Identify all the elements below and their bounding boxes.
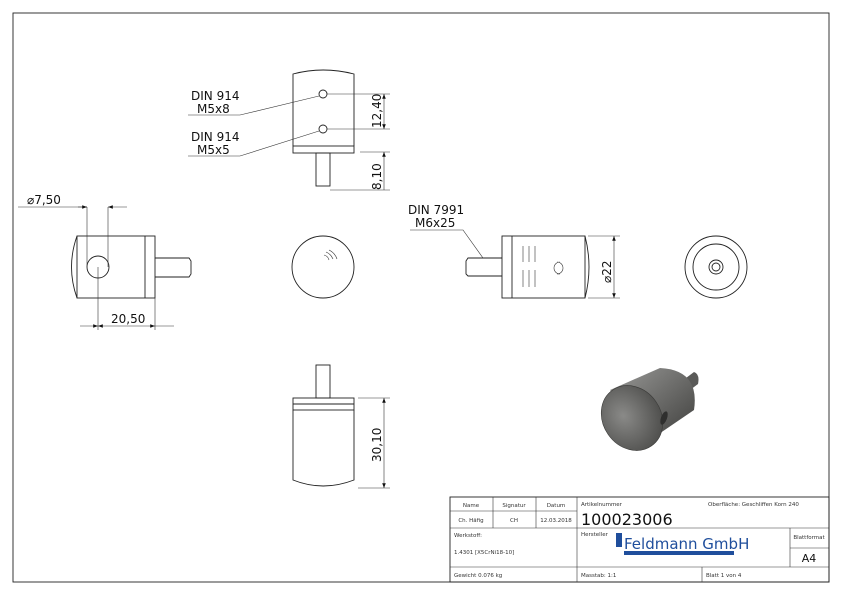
name-value: Ch. Häfig bbox=[458, 518, 483, 524]
artikelnummer-value: 100023006 bbox=[581, 510, 673, 529]
name-label: Name bbox=[463, 503, 480, 509]
blatt: Blatt 1 von 4 bbox=[706, 573, 742, 579]
dim-d22: ⌀22 bbox=[600, 261, 614, 284]
hersteller-label: Hersteller bbox=[581, 532, 609, 538]
werkstoff-value: 1.4301 [X5CrNi18-10] bbox=[454, 550, 514, 556]
artikelnummer-label: Artikelnummer bbox=[581, 502, 623, 508]
datum-label: Datum bbox=[547, 503, 566, 509]
werkstoff-label: Werkstoff: bbox=[454, 533, 482, 539]
drawing-frame bbox=[12, 12, 830, 583]
label-din914-top: DIN 914 bbox=[191, 89, 239, 103]
top-view: DIN 914 M5x8 DIN 914 M5x5 12,40 8,10 bbox=[188, 69, 390, 191]
label-m5x5: M5x5 bbox=[197, 143, 230, 157]
dim-20-50: 20,50 bbox=[111, 312, 145, 326]
dim-d7-50: ⌀7,50 bbox=[27, 193, 61, 207]
massstab: Masstab: 1:1 bbox=[581, 573, 616, 579]
label-din914-bottom: DIN 914 bbox=[191, 130, 239, 144]
isometric-view bbox=[600, 368, 699, 451]
dim-12-40: 12,40 bbox=[370, 94, 384, 128]
datum-value: 12.03.2018 bbox=[540, 518, 572, 524]
blattformat-value: A4 bbox=[802, 552, 817, 565]
title-block: Name Signatur Datum Ch. Häfig CH 12.03.2… bbox=[449, 496, 830, 583]
signatur-label: Signatur bbox=[502, 503, 526, 509]
blattformat-label: Blattformat bbox=[793, 535, 825, 541]
signatur-value: CH bbox=[510, 518, 518, 524]
front-view: ⌀7,50 20,50 bbox=[18, 193, 192, 330]
feldmann-logo: Feldmann GmbH bbox=[616, 533, 749, 555]
label-m5x8: M5x8 bbox=[197, 102, 230, 116]
oberflaeche: Oberfläche: Geschliffen Korn 240 bbox=[708, 502, 799, 508]
bottom-view: 30,10 bbox=[292, 364, 390, 489]
dim-8-10: 8,10 bbox=[370, 163, 384, 190]
logo-text: Feldmann GmbH bbox=[624, 535, 749, 553]
pin-end-view bbox=[684, 235, 748, 299]
side-view: DIN 7991 M6x25 ⌀22 bbox=[408, 203, 620, 299]
label-din7991: DIN 7991 bbox=[408, 203, 464, 217]
dim-30-10: 30,10 bbox=[370, 428, 384, 462]
gewicht: Gewicht 0.076 kg bbox=[454, 573, 502, 579]
end-view bbox=[291, 235, 355, 299]
label-m6x25: M6x25 bbox=[415, 216, 455, 230]
